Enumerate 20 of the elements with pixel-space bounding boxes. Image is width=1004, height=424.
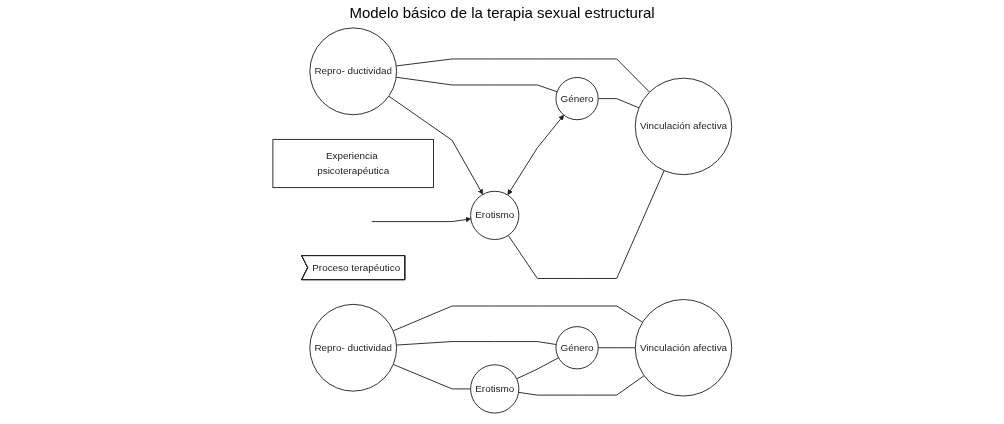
connector [392, 305, 643, 332]
node-circle: Repro- ductividad [309, 303, 397, 392]
node-circle: Vinculación afectiva [634, 77, 732, 176]
diagram-title: Modelo básico de la terapia sexual estructural [348, 4, 656, 21]
connector [395, 341, 557, 346]
connector [395, 76, 558, 93]
node-box: Experiencia psicoterapéutica [272, 138, 434, 189]
connector [517, 375, 645, 396]
connector [515, 357, 559, 380]
connector [597, 347, 636, 349]
connector [395, 58, 650, 93]
node-circle: Erotismo [469, 190, 520, 240]
node-circle: Repro- ductividad [309, 27, 397, 116]
connector [597, 98, 640, 109]
node-circle: Género [555, 77, 599, 121]
connector [507, 170, 665, 279]
node-circle: Vinculación afectiva [634, 299, 732, 397]
connector [392, 363, 471, 390]
node-circle: Erotismo [469, 364, 520, 414]
node-circle: Género [555, 326, 599, 370]
